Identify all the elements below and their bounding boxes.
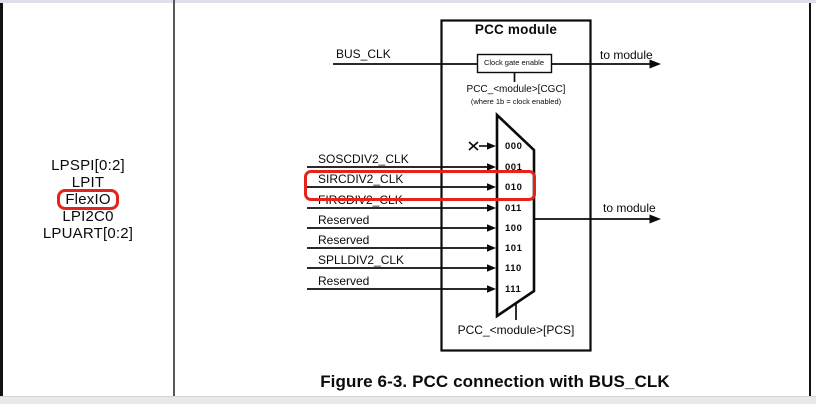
page-left-border	[0, 3, 3, 396]
to-module-top-label: to module	[600, 48, 653, 62]
mux-input-arrowheads	[487, 163, 496, 293]
mux-select-code: 010	[505, 182, 523, 193]
pcc-module-box	[440, 19, 592, 352]
cgc-register-note: (where 1b = clock enabled)	[470, 97, 562, 106]
mux-select-code: 001	[505, 162, 523, 173]
mux-input-label: Reserved	[318, 233, 370, 247]
mux-input-label: Reserved	[318, 274, 370, 288]
bus-clk-label: BUS_CLK	[336, 47, 391, 61]
module-list: LPSPI[0:2] LPIT FlexIO LPI2C0 LPUART[0:2…	[8, 157, 168, 242]
module-list-item: LPIT	[8, 174, 168, 191]
module-label: LPSPI[0:2]	[51, 157, 125, 174]
to-module-bottom-arrowhead	[649, 214, 661, 224]
column-divider-line	[173, 0, 175, 404]
mux-select-code: 011	[505, 203, 522, 214]
mux-shape	[495, 111, 536, 319]
pcs-register-label: PCC_<module>[PCS]	[457, 323, 575, 337]
mux-input-label: Reserved	[318, 213, 370, 227]
mux-input-lines	[307, 166, 487, 290]
pcc-module-title: PCC module	[474, 22, 558, 37]
to-module-top-arrowhead	[649, 59, 661, 69]
cgc-register-label: PCC_<module>[CGC]	[466, 84, 566, 95]
page-right-border	[809, 3, 811, 396]
clock-gate-enable-label: Clock gate enable	[483, 58, 545, 67]
mux-select-code: 101	[505, 243, 523, 254]
mux-select-code: 000	[505, 141, 523, 152]
module-label: LPUART[0:2]	[42, 225, 134, 242]
top-edge-strip	[0, 0, 816, 3]
mux-input-label: SIRCDIV2_CLK	[318, 172, 404, 186]
flexio-highlight-box: FlexIO	[57, 189, 119, 210]
bottom-edge-strip	[0, 396, 816, 404]
to-module-bottom-label: to module	[603, 201, 656, 215]
figure-caption: Figure 6-3. PCC connection with BUS_CLK	[320, 372, 670, 391]
sircdiv2-highlight-box	[304, 170, 536, 201]
module-list-item: LPUART[0:2]	[8, 225, 168, 242]
module-list-item: LPI2C0	[8, 208, 168, 225]
module-label: LPIT	[71, 174, 105, 191]
mux-select-code: 111	[505, 284, 522, 295]
mux-select-code: 110	[505, 263, 522, 274]
mux-input-label: SPLLDIV2_CLK	[318, 253, 405, 267]
module-list-item: FlexIO	[8, 189, 168, 210]
module-list-item: LPSPI[0:2]	[8, 157, 168, 174]
tied-off-input-x	[468, 141, 496, 151]
mux-select-code: 100	[505, 223, 523, 234]
mux-input-label: SOSCDIV2_CLK	[318, 152, 409, 166]
module-label: LPI2C0	[62, 208, 114, 225]
